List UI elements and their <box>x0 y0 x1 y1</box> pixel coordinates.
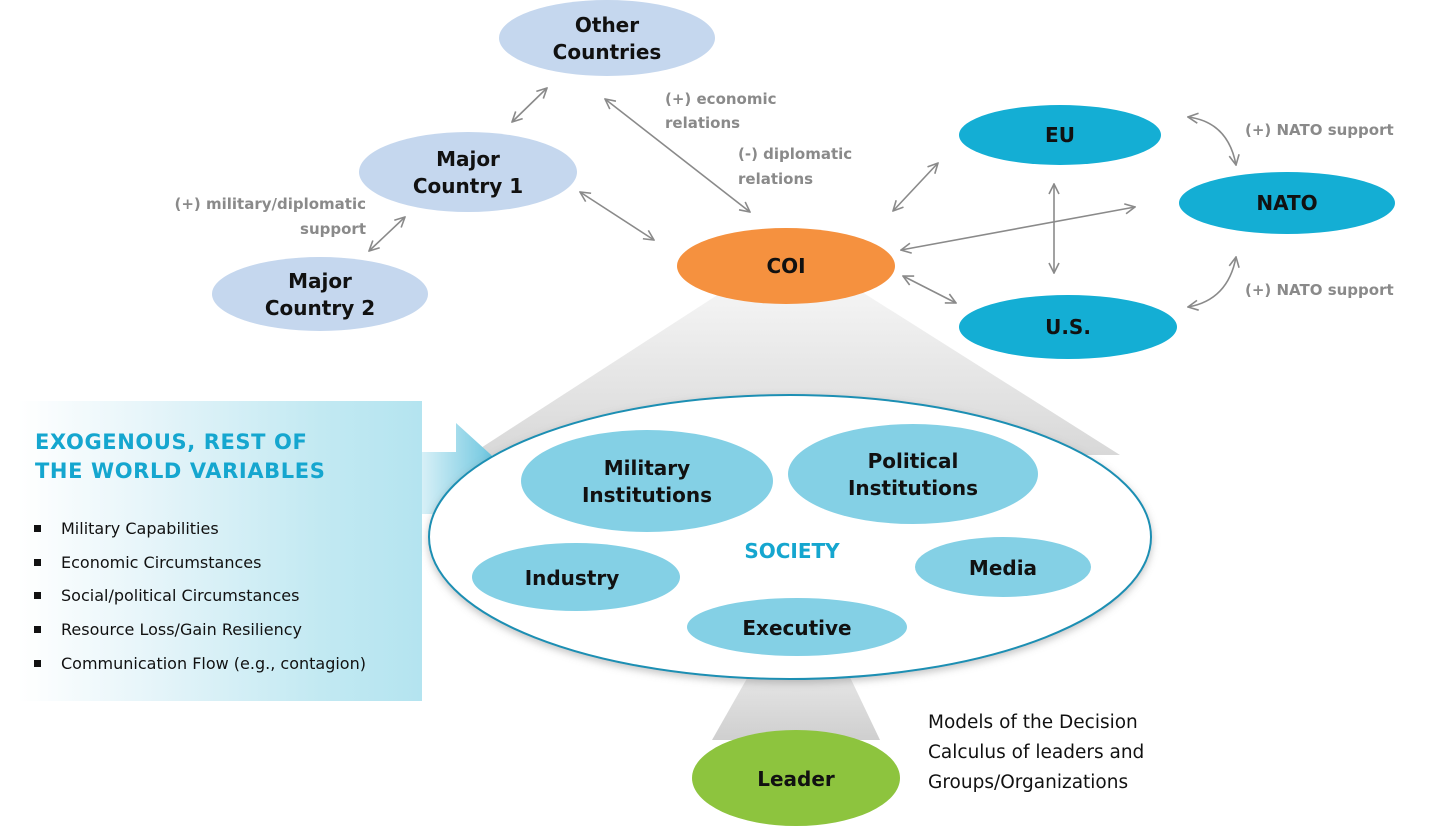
edge-label-military-support-1: (+) military/diplomatic <box>174 195 366 213</box>
edge-other-major1 <box>512 88 547 122</box>
list-item-text: Communication Flow (e.g., contagion) <box>61 653 366 673</box>
node-other-countries-label: Other <box>575 13 639 37</box>
node-nato[interactable] <box>1179 172 1395 234</box>
node-eu[interactable] <box>959 105 1161 165</box>
list-item: Resource Loss/Gain Resiliency <box>34 613 366 647</box>
models-caption-line-1: Models of the Decision <box>928 712 1138 733</box>
bullet-icon <box>34 626 41 634</box>
society-item-industry-label: Industry <box>525 566 620 590</box>
node-leader[interactable] <box>692 730 900 826</box>
node-leader-label: Leader <box>757 767 835 791</box>
edge-us-nato-curve <box>1188 257 1236 307</box>
edge-coi-nato <box>901 207 1135 250</box>
models-caption-line-2: Calculus of leaders and <box>928 742 1145 763</box>
list-item: Communication Flow (e.g., contagion) <box>34 646 366 680</box>
bullet-icon <box>34 525 41 533</box>
node-nato-label: NATO <box>1256 191 1317 215</box>
society-item-political-institutions[interactable] <box>788 424 1038 524</box>
node-major-country-2-label-2: Country 2 <box>265 296 375 320</box>
list-item: Social/political Circumstances <box>34 579 366 613</box>
society-item-executive[interactable] <box>687 598 907 656</box>
edge-major1-coi <box>580 192 654 240</box>
list-item-text: Military Capabilities <box>61 519 219 539</box>
edge-label-economic-2: relations <box>665 114 740 132</box>
society-item-military-label-2: Institutions <box>582 483 712 507</box>
models-caption: Models of the Decision Calculus of leade… <box>928 708 1144 798</box>
edge-label-nato-support-us: (+) NATO support <box>1245 281 1394 299</box>
edge-label-diplomatic-2: relations <box>738 170 813 188</box>
node-major-country-1[interactable] <box>359 132 577 212</box>
node-major-country-1-label: Major <box>436 147 500 171</box>
list-item-text: Resource Loss/Gain Resiliency <box>61 620 302 640</box>
node-major-country-2[interactable] <box>212 257 428 331</box>
edge-coi-eu <box>893 163 938 211</box>
list-item-text: Social/political Circumstances <box>61 586 300 606</box>
bullet-icon <box>34 592 41 600</box>
society-item-executive-label: Executive <box>742 616 851 640</box>
exogenous-variables-list: Military Capabilities Economic Circumsta… <box>34 512 366 680</box>
society-item-political-label-2: Institutions <box>848 476 978 500</box>
node-other-countries[interactable] <box>499 0 715 76</box>
node-other-countries-label-2: Countries <box>553 40 662 64</box>
society-item-media[interactable] <box>915 537 1091 597</box>
society-item-military-label: Military <box>604 456 690 480</box>
society-item-military-institutions[interactable] <box>521 430 773 532</box>
edge-eu-nato-curve <box>1188 117 1236 165</box>
society-item-political-label: Political <box>868 449 959 473</box>
node-major-country-1-label-2: Country 1 <box>413 174 523 198</box>
edge-major1-major2 <box>369 217 405 251</box>
node-major-country-2-label: Major <box>288 269 352 293</box>
edge-coi-us <box>903 276 956 303</box>
society-title: SOCIETY <box>744 539 840 563</box>
bullet-icon <box>34 659 41 667</box>
node-us[interactable] <box>959 295 1177 359</box>
edges <box>369 88 1236 307</box>
list-item: Military Capabilities <box>34 512 366 546</box>
edge-label-diplomatic-1: (-) diplomatic <box>738 145 852 163</box>
society-item-media-label: Media <box>969 556 1037 580</box>
list-item: Economic Circumstances <box>34 546 366 580</box>
node-eu-label: EU <box>1045 123 1075 147</box>
exogenous-variables-panel <box>18 401 422 701</box>
list-item-text: Economic Circumstances <box>61 552 262 572</box>
exogenous-title: EXOGENOUS, REST OF THE WORLD VARIABLES <box>35 428 415 486</box>
edge-label-military-support-2: support <box>300 220 366 238</box>
node-coi[interactable] <box>677 228 895 304</box>
models-caption-line-3: Groups/Organizations <box>928 772 1129 793</box>
node-coi-label: COI <box>766 254 805 278</box>
edge-label-nato-support-eu: (+) NATO support <box>1245 121 1394 139</box>
exogenous-title-line-1: EXOGENOUS, REST OF <box>35 430 308 454</box>
node-us-label: U.S. <box>1045 315 1091 339</box>
bullet-icon <box>34 558 41 566</box>
edge-label-economic-1: (+) economic <box>665 90 777 108</box>
edge-other-coi <box>605 99 750 212</box>
exogenous-title-line-2: THE WORLD VARIABLES <box>35 459 326 483</box>
society-item-industry[interactable] <box>472 543 680 611</box>
